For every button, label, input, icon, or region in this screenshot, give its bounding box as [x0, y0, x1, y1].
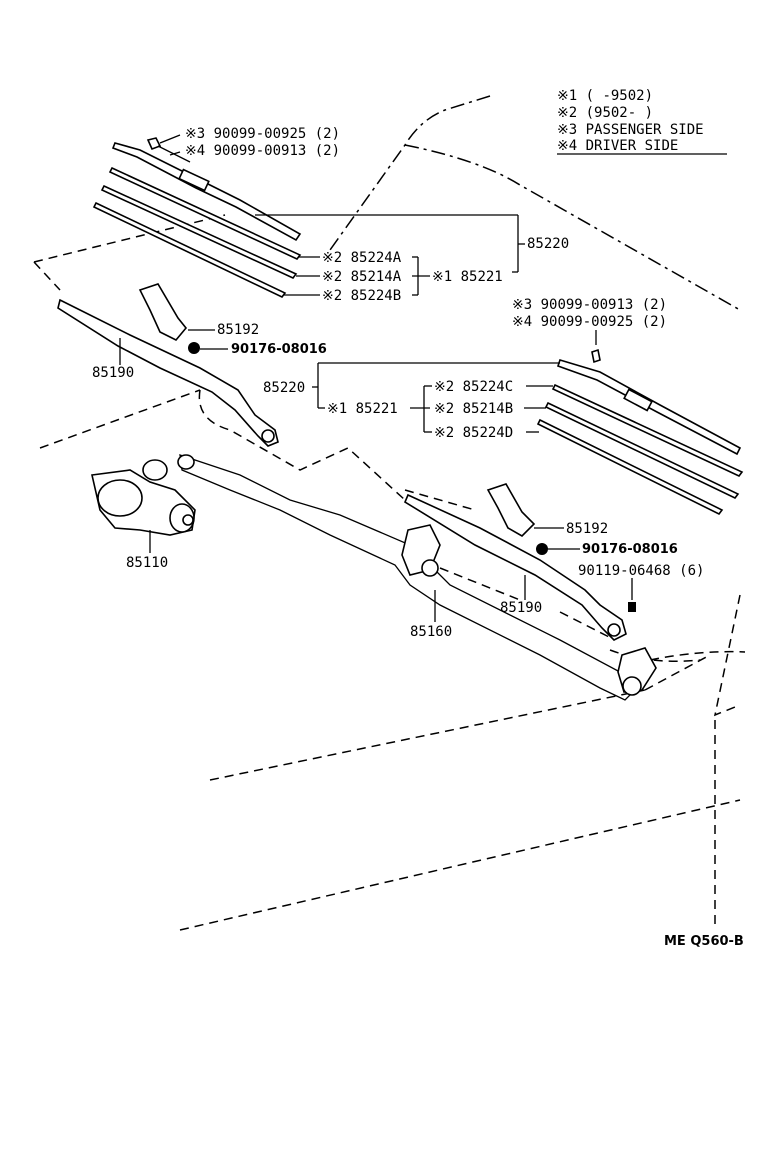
legend-row-3: ※3 PASSENGER SIDE — [557, 122, 704, 138]
right-nut-icon — [536, 543, 548, 555]
linkage-label: 85160 — [410, 624, 452, 640]
right-blade-assembly — [312, 330, 744, 516]
left-nut-icon — [188, 342, 200, 354]
left-blade-sub-label: ※1 85221 — [432, 269, 503, 285]
left-arm-label: 85190 — [92, 365, 134, 381]
windshield-outline — [33, 95, 746, 931]
left-rubber-a — [100, 184, 298, 279]
right-refill-c — [551, 383, 744, 478]
legend-row-4: ※4 DRIVER SIDE — [557, 138, 678, 154]
wiper-linkage: 85160 — [177, 454, 657, 701]
left-wiper-arm — [57, 298, 279, 447]
right-blade-label: 85220 — [263, 380, 305, 396]
left-bolt-3-label: ※3 90099-00925 (2) — [185, 126, 340, 142]
left-arm-cap — [138, 283, 188, 341]
right-bolt-3-label: ※3 90099-00913 (2) — [512, 297, 667, 313]
left-refill-b-label: ※2 85224B — [322, 288, 401, 304]
right-rubber-b-label: ※2 85214B — [434, 401, 513, 417]
right-wiper-arm — [403, 493, 627, 641]
left-bolt-4-label: ※4 90099-00913 (2) — [185, 143, 340, 159]
right-labels: ※3 90099-00913 (2) ※4 90099-00925 (2) 85… — [263, 297, 667, 441]
left-blade-clip — [178, 168, 210, 192]
right-arm-label: 85190 — [500, 600, 542, 616]
right-rubber-b — [544, 401, 740, 500]
left-arm-assembly: 85192 90176-08016 85190 — [57, 283, 327, 447]
left-nut-label: 90176-08016 — [231, 342, 327, 357]
left-rubber-a-label: ※2 85214A — [322, 269, 402, 285]
legend: ※1 ( -9502) ※2 (9502- ) ※3 PASSENGER SID… — [557, 88, 727, 155]
legend-row-1: ※1 ( -9502) — [557, 88, 653, 104]
right-blade-screw-icon — [591, 348, 601, 364]
right-refill-c-label: ※2 85224C — [434, 379, 513, 395]
left-cap-label: 85192 — [217, 322, 259, 338]
right-blade-sub-label: ※1 85221 — [327, 401, 398, 417]
motor-label: 85110 — [126, 555, 168, 571]
left-blade-assembly — [92, 134, 525, 299]
right-refill-d-label: ※2 85224D — [434, 425, 513, 441]
right-nut-label: 90176-08016 — [582, 542, 678, 557]
left-labels: ※3 90099-00925 (2) ※4 90099-00913 (2) 85… — [185, 126, 569, 304]
right-cap-label: 85192 — [566, 521, 608, 537]
wiper-motor: 85110 — [91, 459, 196, 571]
left-refill-a — [108, 166, 302, 260]
right-arm-assembly: 85192 90176-08016 90119-06468 (6) 85190 — [403, 483, 704, 641]
left-refill-a-label: ※2 85224A — [322, 250, 402, 266]
right-bolt-4-label: ※4 90099-00925 (2) — [512, 314, 667, 330]
left-refill-b — [92, 201, 287, 299]
right-arm-cap — [486, 483, 536, 537]
legend-row-2: ※2 (9502- ) — [557, 105, 653, 121]
left-blade-label: 85220 — [527, 236, 569, 252]
drawing-code: ME Q560-B — [664, 934, 744, 949]
right-bolt-label: 90119-06468 (6) — [578, 563, 704, 579]
left-blade-screw-icon — [146, 137, 162, 151]
linkage-rod — [179, 454, 636, 701]
right-bolt-icon — [628, 602, 636, 612]
right-refill-d — [536, 418, 724, 516]
right-blade-clip — [623, 388, 653, 412]
left-blade-frame — [111, 142, 302, 242]
